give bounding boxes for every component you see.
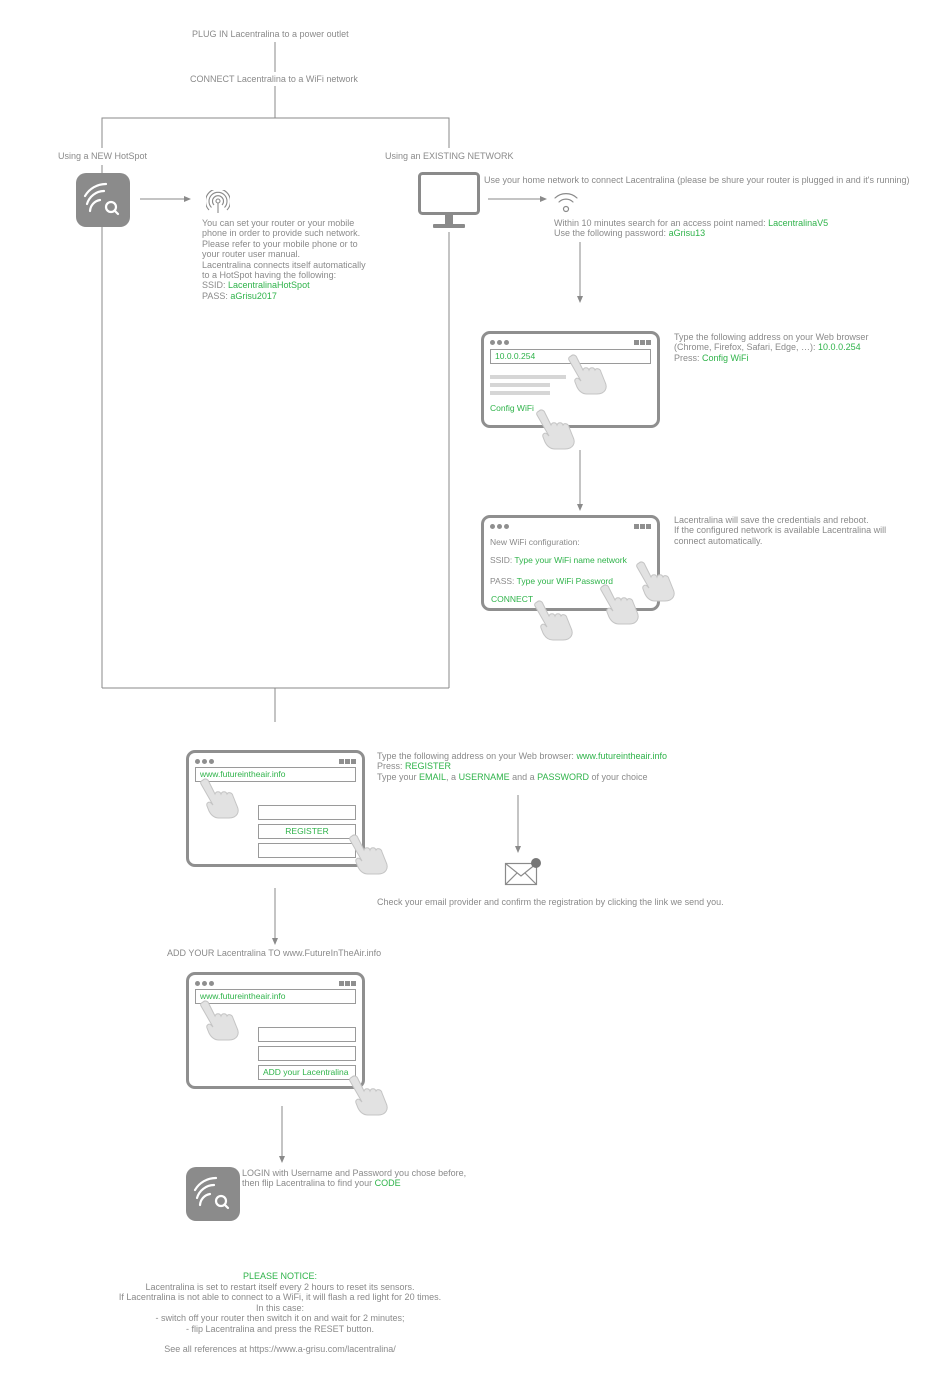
login-line: then flip Lacentralina to find your CODE [242,1178,401,1189]
add-title: ADD YOUR Lacentralina TO www.FutureInThe… [167,948,382,958]
pointing-hand-icon [636,561,675,602]
window-controls [339,978,357,988]
hotspot-line: phone in order to provide such network. [202,228,361,239]
window-dots [490,337,511,347]
hotspot-ssid: SSID: LacentralinaHotSpot [202,280,310,291]
notice-title: PLEASE NOTICE: [242,1271,318,1281]
register-line: Type the following address on your Web b… [377,751,667,761]
note-line: Lacentralina will save the credentials a… [674,515,869,525]
notice-line: Lacentralina is set to restart itself ev… [145,1281,415,1292]
input-field[interactable] [258,1027,356,1042]
login-line: LOGIN with Username and Password you cho… [242,1168,467,1178]
placeholder-bar [490,383,550,387]
pointing-hand-icon [349,1075,388,1116]
hotspot-branch-title: Using a NEW HotSpot [58,151,148,161]
existing-intro: Use your home network to connect Lacentr… [484,175,910,185]
window-controls [634,337,652,347]
notice-reference: See all references at https://www.a-gris… [164,1344,396,1354]
hotspot-pass: PASS: aGrisu2017 [202,290,277,301]
wifi-icon [554,193,578,213]
email-field[interactable] [258,805,356,820]
register-line: Type your EMAIL, a USERNAME and a PASSWO… [377,771,648,782]
browser-step-instructions: Type the following address on your Web b… [674,332,868,363]
pointing-hand-icon [534,600,573,641]
window-dots [490,521,511,531]
notice-line: In this case: [255,1302,305,1313]
note-line: If the configured network is available L… [674,525,887,536]
placeholder-bar [490,391,550,395]
register-instructions: Type the following address on your Web b… [377,751,667,782]
register-button[interactable]: REGISTER [258,824,356,839]
access-point-line: Within 10 minutes search for an access p… [554,218,829,228]
pointing-hand-icon [536,409,575,450]
connect-button[interactable]: CONNECT [491,594,534,604]
plug-in-step: PLUG IN Lacentralina to a power outlet [192,29,349,39]
browser-step-line: Type the following address on your Web b… [674,332,869,342]
wifi-config-window: New WiFi configuration: SSID: Type your … [481,515,660,611]
address-bar[interactable]: www.futureintheair.info [195,989,356,1004]
pointing-hand-icon [200,1000,239,1041]
hotspot-line: your router user manual. [202,249,301,260]
pointing-hand-icon [600,584,639,625]
pointing-hand-icon [349,834,388,875]
notice-line: If Lacentralina is not able to connect t… [118,1292,442,1302]
password-field[interactable]: PASS: Type your WiFi Password [490,576,613,586]
hotspot-line: Lacentralina connects itself automatical… [202,259,366,270]
placeholder-bar [490,375,566,379]
hotspot-line: You can set your router or your mobile [202,218,355,228]
window-dots [195,978,216,988]
hotspot-line: to a HotSpot having the following: [202,270,337,281]
pointing-hand-icon [200,778,239,819]
config-wifi-button[interactable]: Config WiFi [490,403,534,413]
window-controls [339,756,357,766]
hotspot-line: Please refer to your mobile phone or to [202,238,358,249]
password-line: Use the following password: aGrisu13 [554,228,706,239]
connect-step: CONNECT Lacentralina to a WiFi network [190,74,358,84]
ssid-field[interactable]: SSID: Type your WiFi name network [490,555,627,565]
notice-line: - switch off your router then switch it … [155,1313,405,1323]
access-point-instructions: Within 10 minutes search for an access p… [554,218,828,239]
input-field[interactable] [258,1046,356,1061]
login-instructions: LOGIN with Username and Password you cho… [242,1168,466,1189]
notice-line: - flip Lacentralina and press the RESET … [186,1323,374,1334]
password-field[interactable] [258,843,356,858]
notice-block: PLEASE NOTICE: Lacentralina is set to re… [110,1271,450,1355]
monitor-icon [418,172,480,228]
wifi-config-note: Lacentralina will save the credentials a… [674,515,886,546]
broadcast-icon [206,190,230,213]
browser-step-line: (Chrome, Firefox, Safari, Edge, …): 10.0… [674,342,861,353]
lacentralina-app-icon [186,1167,240,1221]
existing-branch-title: Using an EXISTING NETWORK [385,151,514,161]
address-bar[interactable]: www.futureintheair.info [195,767,356,782]
window-controls [634,521,652,531]
lacentralina-app-icon [76,173,130,227]
wifi-config-heading: New WiFi configuration: [490,537,580,547]
envelope-icon [504,858,541,886]
pointing-hand-icon [568,354,607,395]
register-line: Press: REGISTER [377,761,452,772]
config-browser-window: 10.0.0.254 Config WiFi [481,331,660,428]
add-lacentralina-button[interactable]: ADD your Lacentralina [258,1065,356,1080]
email-note: Check your email provider and confirm th… [377,897,724,907]
browser-step-line: Press: Config WiFi [674,352,749,363]
hotspot-instructions: You can set your router or your mobile p… [202,218,366,301]
notice-spacer [110,1334,450,1344]
window-dots [195,756,216,766]
note-line: connect automatically. [674,535,763,546]
